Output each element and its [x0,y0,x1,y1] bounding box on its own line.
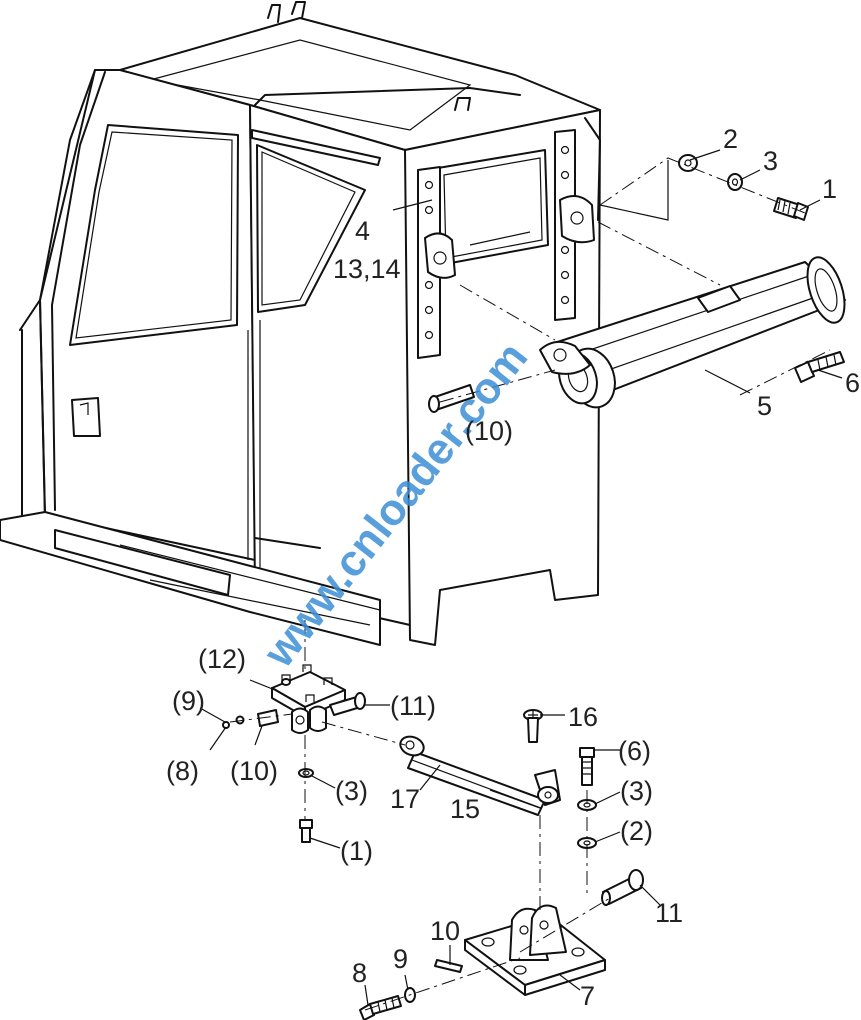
callout-8-bottom: 8 [352,958,367,988]
callout-10-mid: (10) [230,756,278,786]
upper-fasteners [678,154,845,383]
lower-mount-plate-part-12 [271,664,366,734]
callout-1-mid: (1) [340,836,373,866]
callout-labels: 1 2 3 4 13,14 5 6 (10) (12) (9) (11) (8)… [166,124,860,1011]
callout-1: 1 [822,174,837,204]
lower-fasteners-left [222,709,314,843]
base-bracket-part-7 [464,904,606,996]
callout-4: 4 [355,216,370,246]
callout-5: 5 [757,391,772,421]
callout-17: 17 [390,784,420,814]
bottom-fasteners [359,959,463,1020]
callout-3: 3 [763,146,778,176]
callout-10-bottom: 10 [430,916,460,946]
pin-part-11-bottom [601,869,644,906]
callout-6: 6 [845,368,860,398]
callout-16: 16 [568,702,598,732]
callout-2: 2 [723,124,738,154]
callout-12: (12) [198,644,246,674]
callout-3-right: (3) [620,776,653,806]
operator-cab [0,1,601,646]
callout-11-bottom: 11 [655,898,683,928]
callout-3-mid: (3) [335,776,368,806]
callout-15: 15 [450,794,480,824]
leader-lines [199,149,843,1011]
upper-bracket-tube-part-5 [539,256,846,409]
callout-2-right: (2) [620,816,653,846]
callout-13-14: 13,14 [333,254,401,284]
screw-part-16 [523,709,543,743]
callout-9-left: (9) [172,686,205,716]
callout-9-bottom: 9 [393,944,408,974]
callout-8-left: (8) [166,756,199,786]
pin-part-10-upper [428,384,475,413]
callout-7: 7 [580,981,595,1011]
gas-spring-cylinder-part-17 [399,735,561,816]
callout-10-upper: (10) [465,416,513,446]
callout-6-right: (6) [618,736,651,766]
callout-11-left: (11) [390,691,436,721]
